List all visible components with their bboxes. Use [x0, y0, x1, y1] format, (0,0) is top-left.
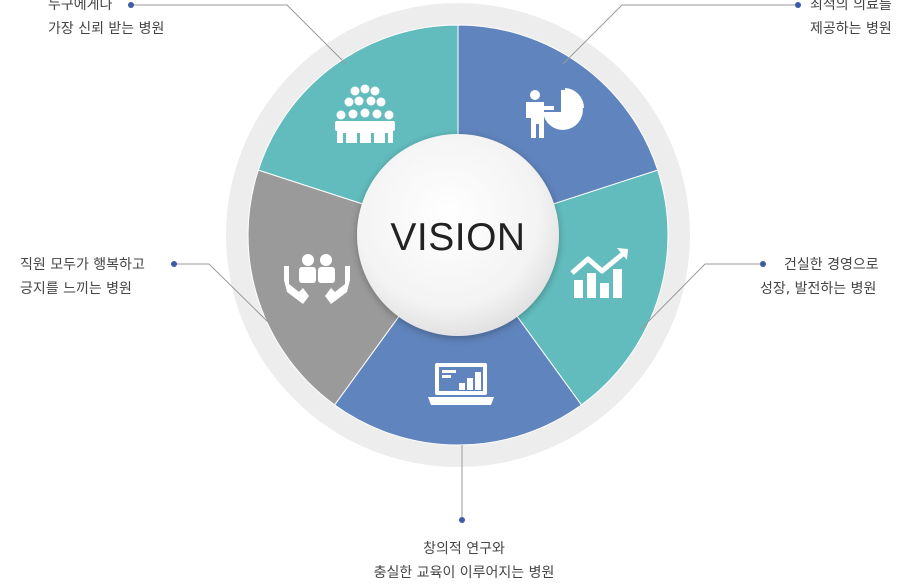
hands-people-icon	[284, 254, 350, 304]
leader-dot-staff	[171, 261, 177, 267]
center-circle	[357, 134, 559, 336]
label-patients: 누구에게나 가장 신뢰 받는 병원	[48, 0, 164, 41]
label-line-1: 누구에게나	[48, 0, 113, 13]
label-research: 창의적 연구와 충실한 교육이 이루어지는 병원	[366, 537, 562, 585]
segments-layer	[247, 24, 669, 446]
leaders-layer	[128, 2, 801, 523]
leader-dot-management	[760, 261, 766, 267]
segment-research	[333, 234, 583, 446]
label-line-1: 창의적 연구와	[423, 541, 505, 557]
leader-dot-care	[795, 2, 801, 8]
label-line-1: 직원 모두가 행복하고	[20, 257, 145, 273]
label-care: 최적의 의료를 제공하는 병원	[810, 0, 892, 41]
audience-icon	[335, 84, 395, 143]
label-line-2: 가장 신뢰 받는 병원	[48, 21, 165, 37]
leader-line-staff	[174, 263, 269, 323]
laptop-chart-icon	[428, 363, 494, 405]
label-line-2: 충실한 교육이 이루어지는 병원	[373, 565, 555, 581]
presenter-pie-chart-icon	[526, 88, 584, 138]
label-management: 건실한 경영으로 성장, 발전하는 병원	[760, 253, 879, 301]
label-staff: 직원 모두가 행복하고 긍지를 느끼는 병원	[20, 253, 145, 301]
label-line-1: 건실한 경영으로	[784, 257, 879, 273]
center-title: VISION	[390, 216, 525, 259]
label-line-2: 성장, 발전하는 병원	[760, 281, 877, 297]
label-line-2: 긍지를 느끼는 병원	[20, 281, 132, 297]
growth-chart-icon	[570, 248, 628, 298]
label-line-1: 최적의 의료를	[810, 0, 892, 13]
leader-line-management	[639, 263, 763, 331]
leader-dot-research	[459, 517, 465, 523]
leader-line-care	[562, 4, 798, 65]
label-line-2: 제공하는 병원	[810, 21, 892, 37]
leader-dot-patients	[128, 2, 134, 8]
leader-line-patients	[131, 4, 347, 65]
